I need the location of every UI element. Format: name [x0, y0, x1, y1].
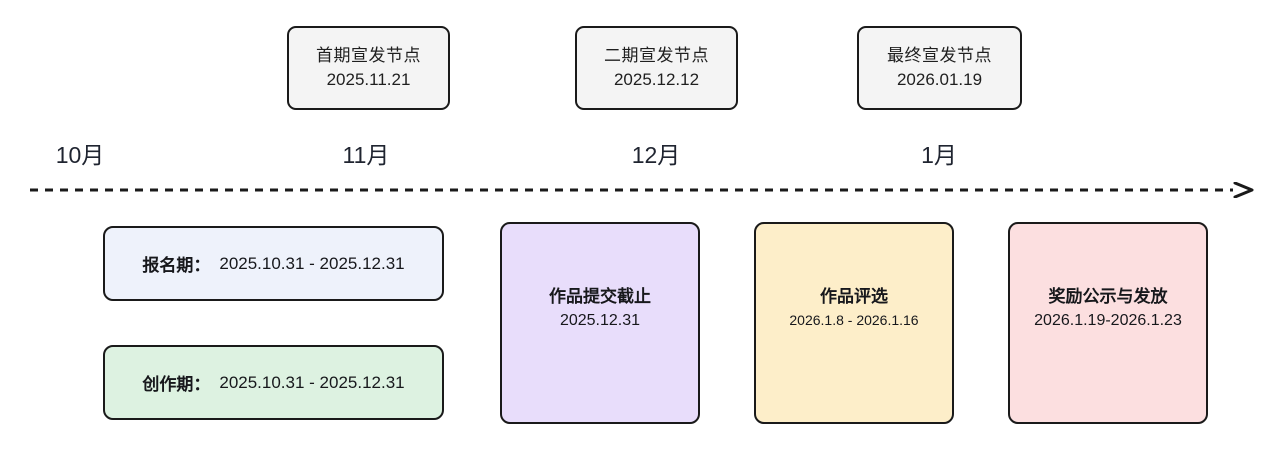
timeline-axis	[30, 182, 1254, 198]
phase-date: 2025.10.31 - 2025.12.31	[219, 253, 405, 273]
phase-submission-deadline: 作品提交截止 2025.12.31	[500, 222, 700, 424]
month-label-october: 10月	[55, 142, 105, 168]
milestone-date: 2025.12.12	[613, 70, 700, 89]
phase-date: 2025.12.31	[559, 312, 641, 329]
milestone-title: 首期宣发节点	[316, 45, 421, 65]
axis-arrowhead-icon	[1233, 182, 1254, 198]
milestone-title: 二期宣发节点	[604, 45, 709, 65]
milestone-second-announcement: 二期宣发节点 2025.12.12	[575, 26, 738, 110]
phase-title: 奖励公示与发放	[1048, 287, 1168, 306]
phase-date: 2026.1.8 - 2026.1.16	[789, 312, 919, 328]
milestone-title: 最终宣发节点	[887, 45, 992, 65]
milestone-date: 2025.11.21	[326, 70, 411, 89]
phase-judging: 作品评选 2026.1.8 - 2026.1.16	[754, 222, 954, 424]
phase-creation: 创作期： 2025.10.31 - 2025.12.31	[103, 345, 444, 420]
milestone-first-announcement: 首期宣发节点 2025.11.21	[287, 26, 450, 110]
phase-title: 作品提交截止	[549, 287, 651, 306]
phase-award-announcement: 奖励公示与发放 2026.1.19-2026.1.23	[1008, 222, 1208, 424]
phase-title: 作品评选	[820, 287, 888, 306]
phase-title: 创作期：	[142, 375, 211, 394]
milestone-date: 2026.01.19	[896, 70, 983, 89]
month-label-december: 12月	[631, 142, 681, 168]
phase-date: 2026.1.19-2026.1.23	[1034, 312, 1182, 329]
milestone-final-announcement: 最终宣发节点 2026.01.19	[857, 26, 1022, 110]
phase-title: 报名期：	[142, 256, 211, 275]
month-label-january: 1月	[921, 142, 957, 168]
month-label-november: 11月	[342, 142, 390, 168]
phase-date: 2025.10.31 - 2025.12.31	[219, 372, 405, 392]
phase-registration: 报名期： 2025.10.31 - 2025.12.31	[103, 226, 444, 301]
